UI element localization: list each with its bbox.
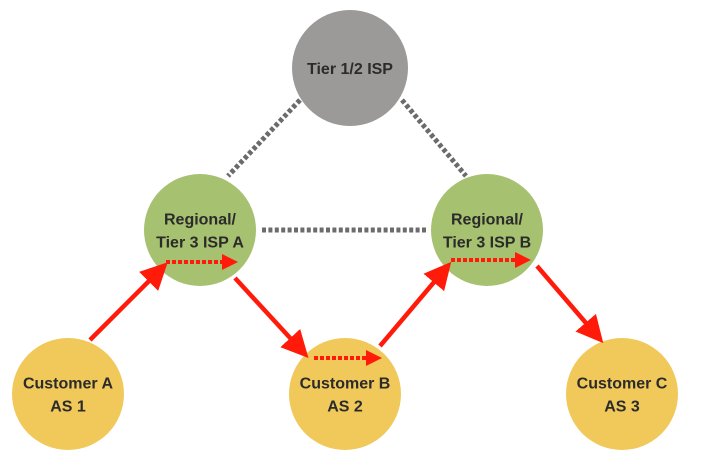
route-arrow-custa-to-ispa bbox=[88, 262, 168, 342]
node-tier-1-2-isp-circle bbox=[292, 10, 408, 126]
node-regional-isp-b-label-line-2: Tier 3 ISP B bbox=[443, 235, 531, 252]
node-regional-isp-b[interactable]: Regional/Tier 3 ISP B bbox=[431, 174, 543, 286]
route-arrow-ispa-to-custb bbox=[233, 276, 309, 358]
route-arrow-custb-to-ispb bbox=[378, 261, 452, 348]
node-tier-1-2-isp-label-line-1: Tier 1/2 ISP bbox=[307, 61, 393, 78]
node-customer-b-label-line-1: Customer B bbox=[300, 376, 391, 393]
node-customer-a-label-line-1: Customer A bbox=[23, 376, 114, 393]
node-regional-isp-a-label-line-1: Regional/ bbox=[164, 212, 237, 229]
node-customer-b[interactable]: Customer B AS 2 bbox=[289, 338, 401, 450]
peering-link-tier12-ispa bbox=[226, 98, 302, 178]
node-customer-a-label-line-2: AS 1 bbox=[50, 399, 86, 416]
node-customer-b-label-line-2: AS 2 bbox=[327, 399, 363, 416]
node-layer: Tier 1/2 ISP Regional/Tier 3 ISP A Regiona… bbox=[12, 10, 678, 450]
node-customer-c[interactable]: Customer C AS 3 bbox=[566, 338, 678, 450]
node-regional-isp-a-label-line-2: Tier 3 ISP A bbox=[156, 235, 244, 252]
node-regional-isp-b-circle bbox=[431, 174, 543, 286]
node-customer-c-label-line-2: AS 3 bbox=[604, 399, 640, 416]
node-customer-b-circle bbox=[289, 338, 401, 450]
connection-layer bbox=[226, 98, 468, 233]
node-regional-isp-b-label-line-1: Regional/ bbox=[451, 212, 524, 229]
transit-overlay-layer bbox=[88, 252, 604, 366]
node-tier-1-2-isp[interactable]: Tier 1/2 ISP bbox=[292, 10, 408, 126]
node-customer-c-circle bbox=[566, 338, 678, 450]
node-customer-a[interactable]: Customer A AS 1 bbox=[12, 338, 124, 450]
node-customer-a-circle bbox=[12, 338, 124, 450]
route-arrow-ispb-to-custc bbox=[535, 264, 604, 344]
node-customer-c-label-line-1: Customer C bbox=[577, 376, 668, 393]
peering-link-tier12-ispb bbox=[400, 98, 468, 178]
